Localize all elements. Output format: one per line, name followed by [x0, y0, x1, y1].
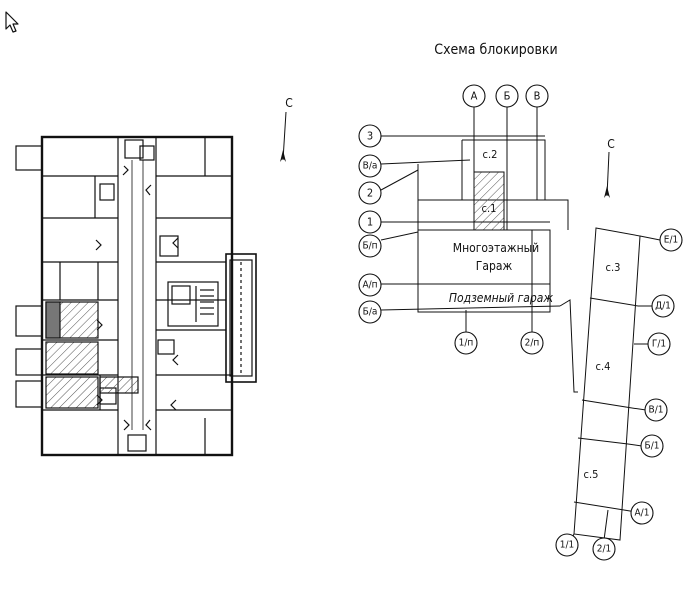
garage-label-line2: Гараж: [476, 259, 513, 273]
axis-label-1-p: 1/п: [459, 338, 474, 349]
axis-label-e-1: Е/1: [664, 235, 678, 246]
section-label-s3: с.3: [606, 261, 621, 274]
axis-label-g-1: Г/1: [652, 339, 666, 350]
scheme-title: Схема блокировки: [434, 42, 557, 58]
axis-label-a-p: А/п: [362, 280, 377, 291]
axis-label-1-1: 1/1: [560, 540, 574, 551]
north-arrow-right: С: [604, 137, 615, 198]
axis-bubbles: [358, 84, 683, 561]
scheme-outline: [380, 106, 661, 543]
garage-label-line1: Многоэтажный: [453, 241, 539, 255]
mouse-pointer-icon: [5, 11, 19, 33]
axis-label-b-p: Б/п: [362, 241, 377, 252]
axis-label-2-p: 2/п: [525, 338, 540, 349]
axis-label-b: Б: [504, 90, 511, 103]
floor-plan: [15, 135, 257, 457]
axis-label-d-1: Д/1: [655, 301, 671, 312]
axis-label-v-a: В/а: [363, 161, 378, 172]
north-arrow-left: С: [280, 96, 293, 162]
axis-label-a: А: [471, 90, 478, 103]
axis-label-b-a: Б/а: [363, 307, 378, 318]
north-label-right: С: [607, 137, 615, 151]
axis-label-2-1: 2/1: [597, 544, 611, 555]
axis-label-v-1: В/1: [649, 405, 664, 416]
axis-label-v: В: [534, 90, 541, 103]
section-label-s1: с.1: [482, 202, 497, 215]
axis-label-1: 1: [367, 216, 373, 229]
axis-label-2: 2: [367, 187, 373, 200]
section-label-s2: с.2: [483, 148, 498, 161]
underground-garage-label: Подземный гараж: [449, 291, 554, 305]
axis-label-a-1: А/1: [635, 508, 650, 519]
north-label-left: С: [285, 96, 293, 110]
section-label-s5: с.5: [584, 468, 599, 481]
axis-label-3: 3: [367, 130, 373, 143]
section-label-s4: с.4: [596, 360, 611, 373]
axis-label-b-1: Б/1: [645, 441, 660, 452]
